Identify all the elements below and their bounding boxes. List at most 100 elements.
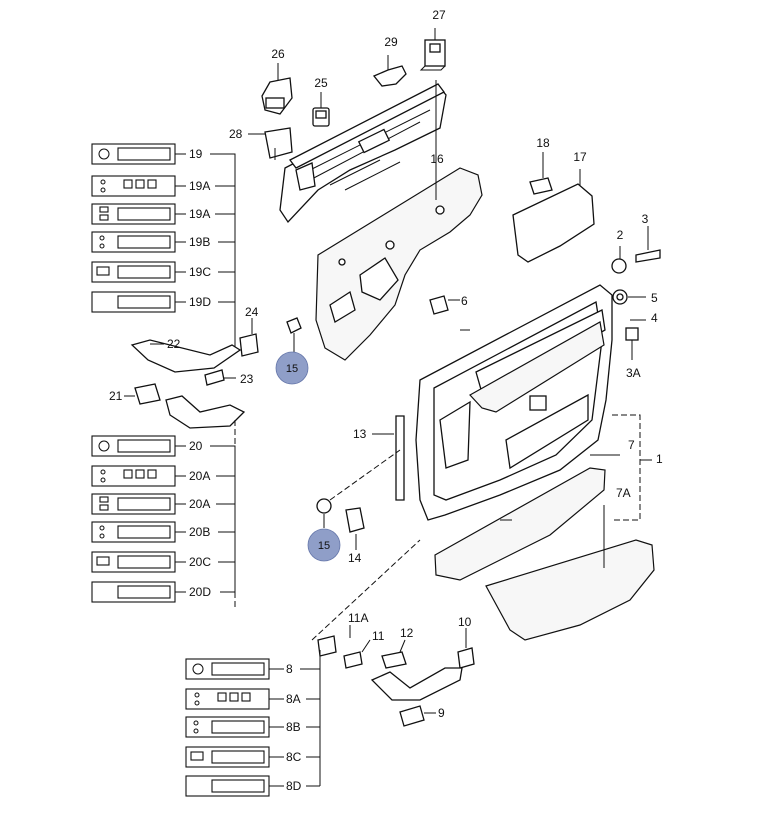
radio-label-20C: 20C bbox=[189, 555, 211, 569]
radio-20B bbox=[91, 521, 176, 543]
radio-20 bbox=[91, 435, 176, 457]
callout-16: 16 bbox=[430, 152, 444, 166]
callout-7A: 7A bbox=[616, 486, 631, 500]
radio-20D bbox=[91, 581, 176, 603]
callout-12: 12 bbox=[400, 626, 414, 640]
highlight-label-15-bottom: 15 bbox=[318, 540, 330, 552]
part-14-grille bbox=[345, 507, 365, 550]
radio-label-8A: 8A bbox=[286, 692, 301, 706]
radio-19B bbox=[91, 231, 176, 253]
part-12-screw bbox=[381, 639, 407, 669]
callout-18: 18 bbox=[536, 136, 550, 150]
radio-20A-2 bbox=[91, 493, 176, 515]
radio-label-20D: 20D bbox=[189, 585, 211, 599]
radio-8D bbox=[185, 775, 270, 797]
callout-9: 9 bbox=[438, 706, 445, 720]
radio-label-8: 8 bbox=[286, 662, 293, 676]
radio-label-20A-2: 20A bbox=[189, 497, 210, 511]
radio-19C bbox=[91, 261, 176, 283]
callout-3A: 3A bbox=[626, 366, 641, 380]
radio-label-20A-1: 20A bbox=[189, 469, 210, 483]
callout-26: 26 bbox=[271, 47, 285, 61]
radio-label-19D: 19D bbox=[189, 295, 211, 309]
main-door-trim-panel bbox=[415, 284, 652, 521]
part-17-armrest-bracket bbox=[512, 169, 595, 263]
radio-8 bbox=[185, 658, 270, 680]
callout-23: 23 bbox=[240, 372, 254, 386]
radio-8B bbox=[185, 716, 270, 738]
part-15-clip-bottom bbox=[316, 498, 332, 528]
radio-8C bbox=[185, 746, 270, 768]
part-9-screw bbox=[399, 705, 436, 727]
part-3A-plug bbox=[625, 327, 639, 360]
radio-label-19: 19 bbox=[189, 147, 203, 161]
highlight-marker-15-top bbox=[275, 351, 309, 385]
radio-20A-1 bbox=[91, 465, 176, 487]
callout-28: 28 bbox=[229, 127, 243, 141]
part-11A-bracket bbox=[317, 625, 351, 657]
callout-13: 13 bbox=[353, 427, 367, 441]
leader-lower-dash bbox=[311, 539, 421, 641]
callout-22: 22 bbox=[167, 337, 181, 351]
part-27-switch bbox=[419, 28, 446, 71]
callout-14: 14 bbox=[348, 551, 362, 565]
callout-10: 10 bbox=[458, 615, 472, 629]
radio-label-8D: 8D bbox=[286, 779, 302, 793]
radio-label-19C: 19C bbox=[189, 265, 211, 279]
callout-25: 25 bbox=[314, 76, 328, 90]
radio-19D bbox=[91, 291, 176, 313]
part-25-button bbox=[312, 92, 330, 127]
part-22-handle-bracket bbox=[130, 339, 242, 373]
radio-19A-1 bbox=[91, 175, 176, 197]
part-5-washer bbox=[612, 289, 646, 305]
radio-group-8 bbox=[185, 650, 321, 797]
callout-17: 17 bbox=[573, 150, 587, 164]
callout-27: 27 bbox=[432, 8, 446, 22]
highlight-marker-15-bottom bbox=[307, 528, 341, 562]
callout-21: 21 bbox=[109, 389, 123, 403]
part-29-clip bbox=[372, 55, 407, 87]
callout-29: 29 bbox=[384, 35, 398, 49]
callout-5: 5 bbox=[651, 291, 658, 305]
radio-label-8B: 8B bbox=[286, 720, 301, 734]
highlight-label-15-top: 15 bbox=[286, 363, 298, 375]
callout-4: 4 bbox=[651, 311, 658, 325]
part-28-bracket bbox=[248, 127, 293, 160]
leader-13-dash bbox=[329, 449, 401, 501]
radio-label-20: 20 bbox=[189, 439, 203, 453]
radio-20C bbox=[91, 551, 176, 573]
part-6-clip bbox=[429, 295, 460, 315]
callout-1: 1 bbox=[656, 452, 663, 466]
radio-label-19A-2: 19A bbox=[189, 207, 210, 221]
part-18-clip bbox=[529, 152, 553, 195]
radio-label-8C: 8C bbox=[286, 750, 302, 764]
part-2-nut bbox=[611, 246, 627, 274]
part-7A-armrest-cover bbox=[485, 505, 655, 641]
callout-6: 6 bbox=[461, 294, 468, 308]
callout-11A: 11A bbox=[348, 611, 368, 625]
part-26-bracket bbox=[261, 63, 293, 115]
part-15-clip-top bbox=[286, 317, 302, 352]
part-23-screw bbox=[204, 369, 236, 386]
radio-label-19B: 19B bbox=[189, 235, 210, 249]
part-24-bracket bbox=[239, 318, 259, 357]
part-3-screw bbox=[635, 226, 661, 263]
part-16-insulation-panel bbox=[315, 80, 483, 361]
door-handle-upper bbox=[165, 395, 246, 429]
callout-11: 11 bbox=[372, 629, 385, 643]
callout-3: 3 bbox=[642, 212, 649, 226]
part-13-weather-strip bbox=[372, 415, 405, 501]
door-handle-lower bbox=[370, 667, 463, 701]
radio-19A-2 bbox=[91, 203, 176, 225]
radio-19 bbox=[91, 143, 176, 165]
radio-8A bbox=[185, 688, 270, 710]
upper-door-trim-assembly bbox=[279, 83, 447, 224]
radio-group-19 bbox=[91, 143, 248, 351]
part-7-armrest bbox=[434, 454, 620, 581]
part-10-bracket bbox=[457, 628, 475, 669]
radio-label-20B: 20B bbox=[189, 525, 210, 539]
radio-group-20 bbox=[91, 420, 236, 610]
callout-24: 24 bbox=[245, 305, 259, 319]
callout-7: 7 bbox=[628, 438, 635, 452]
